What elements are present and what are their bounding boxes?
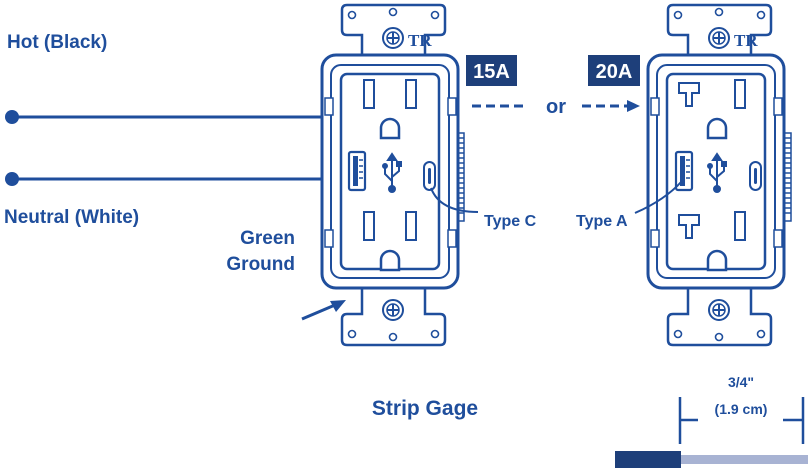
neutral-label: Neutral (White) bbox=[4, 207, 139, 228]
usb-symbol-icon-right bbox=[707, 152, 727, 193]
top-strap: TR bbox=[340, 3, 447, 60]
receptacle-15a: TR bbox=[320, 3, 465, 347]
amp-20-label: 20A bbox=[596, 61, 633, 83]
usb-symbol-icon bbox=[382, 152, 402, 193]
type-c-leader bbox=[430, 187, 479, 213]
type-a-label: Type A bbox=[576, 213, 628, 230]
bottom-strap-right bbox=[666, 286, 773, 347]
bottom-strap bbox=[340, 286, 447, 347]
usb-c-port-right bbox=[749, 161, 762, 191]
tr-mark-right: TR bbox=[734, 31, 758, 50]
strip-gage-measure bbox=[678, 397, 805, 444]
amp-20-badge: 20A bbox=[588, 55, 640, 86]
type-c-label: Type C bbox=[484, 213, 537, 230]
ground-arrow bbox=[301, 300, 346, 321]
measure-cm-label: (1.9 cm) bbox=[715, 401, 768, 417]
receptacle-20a: TR bbox=[646, 3, 792, 347]
type-a-leader bbox=[634, 180, 683, 214]
usb-a-port-right bbox=[674, 150, 694, 192]
neutral-wire bbox=[5, 172, 322, 186]
hot-wire bbox=[5, 110, 322, 124]
amp-15-label: 15A bbox=[473, 61, 510, 83]
ground-label: Ground bbox=[226, 254, 295, 275]
or-connector bbox=[472, 100, 640, 112]
measure-inch-label: 3/4" bbox=[728, 374, 754, 390]
usb-a-port bbox=[347, 150, 367, 192]
hot-label: Hot (Black) bbox=[7, 32, 107, 53]
green-label: Green bbox=[240, 228, 295, 249]
stripped-wire bbox=[615, 451, 808, 468]
strip-gage-label: Strip Gage bbox=[372, 397, 478, 420]
amp-15-badge: 15A bbox=[466, 55, 517, 86]
or-label: or bbox=[546, 96, 566, 118]
usb-c-port bbox=[423, 161, 436, 191]
top-strap-right: TR bbox=[666, 3, 773, 60]
tr-mark: TR bbox=[408, 31, 432, 50]
